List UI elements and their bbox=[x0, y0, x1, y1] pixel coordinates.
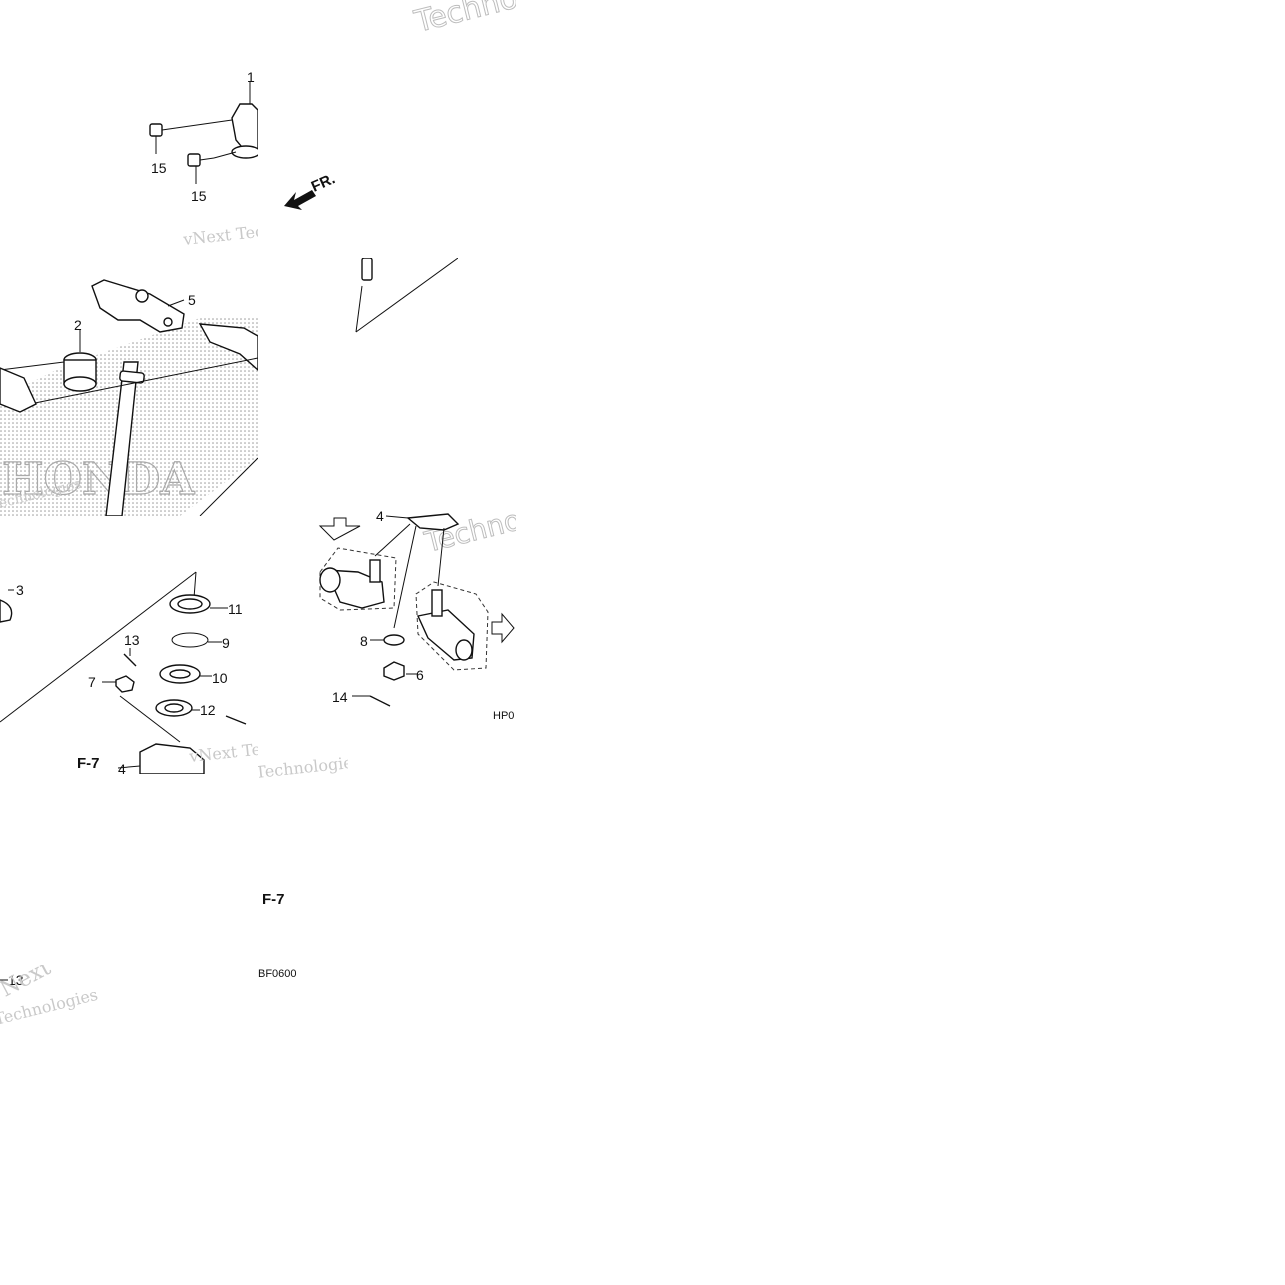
ref-f7-b: F-7 bbox=[262, 891, 285, 908]
left-arm bbox=[0, 367, 37, 413]
watermark-4: vNext Technologies bbox=[187, 730, 258, 766]
callout-9: 9 bbox=[222, 635, 230, 651]
part-4-knuckle bbox=[139, 743, 205, 774]
part-6-nut bbox=[383, 661, 405, 681]
callout-6: 6 bbox=[416, 667, 424, 683]
part-11-seal bbox=[169, 594, 211, 614]
part-10-bearing bbox=[159, 664, 201, 684]
callout-13-b: 13 bbox=[8, 972, 24, 988]
tile-lower-right-svg: Technologies bbox=[258, 752, 348, 782]
tile-lower-right: Technologies bbox=[258, 738, 348, 798]
honda-logo-text: HONDA bbox=[2, 454, 195, 505]
callout-5: 5 bbox=[188, 292, 196, 308]
callout-10: 10 bbox=[212, 670, 228, 686]
tile-ref-block: F-7 BF0600 bbox=[258, 870, 318, 980]
front-direction-arrow: FR. bbox=[284, 170, 338, 210]
callout-13: 13 bbox=[124, 632, 140, 648]
tile-bottom-left-svg: 13 vNext Technologies bbox=[0, 965, 100, 1029]
code-bf0600: BF0600 bbox=[258, 968, 297, 980]
right-arrow-icon bbox=[491, 612, 515, 644]
tile-fr-svg: Technologies FR. bbox=[284, 0, 516, 210]
tile-pointer-svg bbox=[355, 258, 458, 333]
ref-f7-a: F-7 bbox=[77, 755, 100, 772]
callout-3: 3 bbox=[16, 582, 24, 598]
tile-tie-rod-ends: Technologies bbox=[258, 498, 516, 738]
part-3-partial bbox=[0, 599, 13, 623]
callout-15-a: 15 bbox=[151, 160, 167, 176]
part-2-bushing bbox=[63, 352, 97, 392]
tile-tie-rod-svg: Technologies bbox=[318, 498, 516, 722]
part-8-washer bbox=[383, 634, 405, 646]
tile-bottom-left: 13 vNext Technologies bbox=[0, 965, 110, 1035]
part-1-ring bbox=[231, 145, 258, 159]
callout-11: 11 bbox=[228, 601, 243, 617]
callout-4-a: 4 bbox=[118, 761, 126, 774]
bolt-15-a bbox=[149, 119, 233, 154]
tile-steering-shaft: HONDA 5 2 Technologies bbox=[0, 258, 258, 516]
callout-14: 14 bbox=[332, 689, 348, 705]
watermark-6: Technologies bbox=[258, 752, 348, 782]
tie-rod-end-right-box bbox=[415, 581, 489, 671]
callout-15-b: 15 bbox=[191, 188, 207, 204]
part-14-pin bbox=[369, 695, 391, 707]
callout-1: 1 bbox=[247, 69, 255, 85]
bolt-15-b bbox=[187, 151, 237, 184]
part-1-bracket bbox=[231, 103, 258, 153]
tie-rod-end-left-box bbox=[319, 547, 397, 611]
tile-top-svg: 1 15 15 vNext Technologies bbox=[149, 69, 258, 249]
callout-12: 12 bbox=[200, 702, 216, 718]
steering-shaft bbox=[105, 361, 139, 516]
part-4-knuckle-top bbox=[406, 513, 460, 531]
code-hp0: HP0 bbox=[493, 710, 514, 722]
tie-rod-end-left bbox=[319, 523, 411, 609]
tile-shaft-svg: HONDA 5 2 Technologies bbox=[0, 279, 258, 516]
right-bracket bbox=[198, 323, 258, 371]
part-9-circlip bbox=[171, 632, 209, 648]
tie-rod-end-right bbox=[416, 527, 475, 661]
up-arrow-icon bbox=[318, 517, 361, 541]
direction-label: FR. bbox=[309, 170, 338, 195]
tile-bearings-svg: 3 11 9 13 10 7 12 4 F-7 vNext Technologi… bbox=[0, 571, 258, 774]
shaft-tip bbox=[361, 258, 373, 281]
callout-2: 2 bbox=[74, 317, 82, 333]
watermark-1: vNext Technologies bbox=[181, 213, 258, 249]
part-5-holder bbox=[91, 279, 185, 333]
tile-bearings: 3 11 9 13 10 7 12 4 F-7 vNext Technologi… bbox=[0, 516, 258, 774]
callout-4-b: 4 bbox=[376, 508, 384, 524]
part-12-seal bbox=[155, 699, 193, 717]
tile-fr-arrow: Technologies FR. bbox=[258, 0, 516, 258]
tile-ref-svg: F-7 BF0600 bbox=[258, 891, 297, 980]
tile-top: 1 15 15 vNext Technologies bbox=[0, 0, 258, 258]
watermark-2: Technologies bbox=[410, 0, 516, 40]
tile-pointer bbox=[258, 258, 458, 338]
callout-8: 8 bbox=[360, 633, 368, 649]
callout-7: 7 bbox=[88, 674, 96, 690]
